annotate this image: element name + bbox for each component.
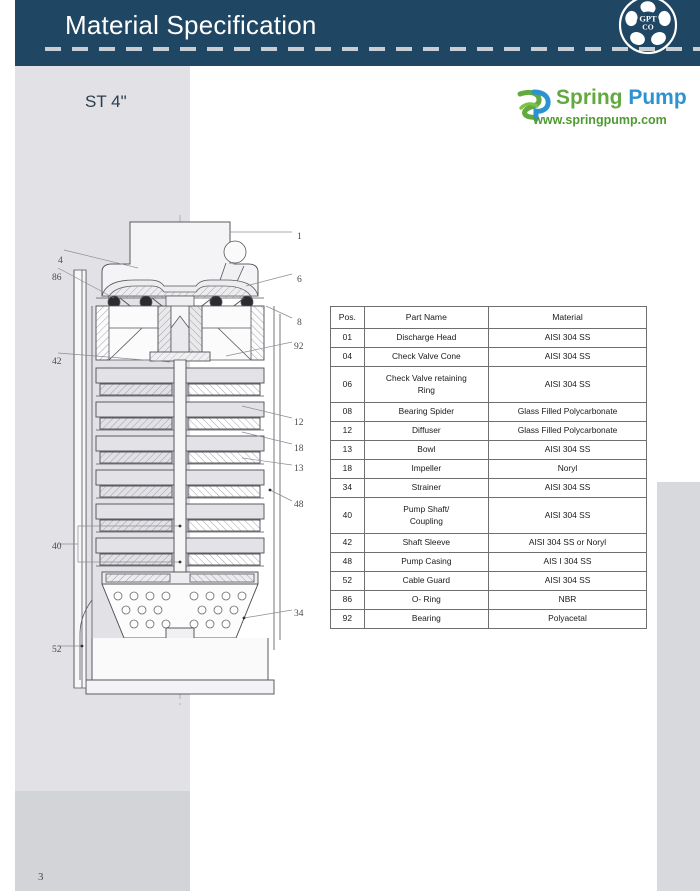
cell-pos: 06: [330, 366, 365, 403]
cell-part-name: Bearing: [363, 609, 490, 629]
cell-material: NBR: [488, 590, 647, 610]
cell-part-name-line1: Pump Shaft/: [403, 504, 450, 515]
page-title: Material Specification: [65, 10, 317, 40]
cell-material: AISI 304 SS: [488, 478, 647, 498]
spring-pump-mark-icon: [517, 89, 551, 122]
page-header: Material Specification GPT CO: [15, 0, 700, 66]
gpt-logo-text-line1: GPT: [639, 15, 657, 24]
cell-part-name: Check Valve Cone: [363, 347, 490, 367]
cell-part-name: Pump Casing: [363, 552, 490, 572]
cell-pos: 48: [330, 552, 365, 572]
right-gray-band: [657, 482, 700, 891]
cell-pos: 34: [330, 478, 365, 498]
cell-material: Glass Filled Polycarbonate: [488, 402, 647, 422]
cell-pos: 18: [330, 459, 365, 479]
cell-pos: 42: [330, 533, 365, 553]
cell-material: Polyacetal: [488, 609, 647, 629]
callout-label-52: 52: [52, 645, 62, 655]
cell-part-name: Diffuser: [363, 421, 490, 441]
cell-pos: 40: [330, 497, 365, 534]
cell-material: AISI 304 SS: [488, 366, 647, 403]
cell-part-name: Cable Guard: [363, 571, 490, 591]
cell-part-name: O- Ring: [363, 590, 490, 610]
brand-word-spring: Spring: [556, 86, 623, 109]
cell-part-name-line2: Coupling: [409, 515, 443, 526]
callout-label-42: 42: [52, 357, 62, 367]
brand-word-pump: Pump: [628, 86, 687, 109]
cell-part-name: Discharge Head: [363, 328, 490, 348]
cell-material: AIS I 304 SS: [488, 552, 647, 572]
callout-label-40: 40: [52, 542, 62, 552]
cell-material: Noryl: [488, 459, 647, 479]
model-label: ST 4": [85, 92, 127, 111]
cell-material: AISI 304 SS: [488, 328, 647, 348]
pump-cross-section-drawing: [30, 210, 320, 710]
cell-part-name: Impeller: [363, 459, 490, 479]
cell-pos: 12: [330, 421, 365, 441]
cell-part-name: Strainer: [363, 478, 490, 498]
callout-label-6: 6: [297, 275, 302, 285]
callout-label-12: 12: [294, 418, 304, 428]
cell-part-name: Bearing Spider: [363, 402, 490, 422]
cell-pos: 86: [330, 590, 365, 610]
cell-material: Glass Filled Polycarbonate: [488, 421, 647, 441]
callout-label-92: 92: [294, 342, 304, 352]
callout-label-48: 48: [294, 500, 304, 510]
cell-pos: 52: [330, 571, 365, 591]
cell-material: AISI 304 SS: [488, 497, 647, 534]
spring-pump-wordmark: Spring Pump: [556, 86, 687, 110]
column-header-material: Material: [488, 306, 647, 329]
callout-label-4: 4: [58, 256, 63, 266]
left-footer-band: [15, 791, 190, 891]
cell-material: AISI 304 SS: [488, 440, 647, 460]
brand-website: www.springpump.com: [533, 113, 667, 127]
page-left-margin: [0, 0, 15, 891]
cell-part-name: Pump Shaft/Coupling: [363, 497, 490, 534]
cell-part-name-line1: Check Valve retaining: [385, 373, 467, 384]
spring-pump-logo: Spring Pump www.springpump.com: [512, 86, 688, 132]
cell-pos: 92: [330, 609, 365, 629]
callout-label-34: 34: [294, 609, 304, 619]
cell-material: AISI 304 SS: [488, 347, 647, 367]
table-header-row: Pos. Part Name Material: [330, 306, 647, 329]
cell-pos: 13: [330, 440, 365, 460]
cell-pos: 08: [330, 402, 365, 422]
callout-label-13: 13: [294, 464, 304, 474]
callout-label-1: 1: [297, 232, 302, 242]
cell-part-name: Shaft Sleeve: [363, 533, 490, 553]
header-dashed-divider: [45, 47, 700, 51]
cell-material: AISI 304 SS or Noryl: [488, 533, 647, 553]
callout-label-8: 8: [297, 318, 302, 328]
column-header-pos: Pos.: [330, 306, 365, 329]
callout-label-86: 86: [52, 273, 62, 283]
column-header-part-name: Part Name: [363, 306, 490, 329]
cell-material: AISI 304 SS: [488, 571, 647, 591]
cell-pos: 01: [330, 328, 365, 348]
cell-pos: 04: [330, 347, 365, 367]
page-number: 3: [38, 871, 44, 883]
callout-label-18: 18: [294, 444, 304, 454]
gpt-co-logo-icon: GPT CO: [617, 0, 679, 56]
cell-part-name-line2: Ring: [417, 384, 435, 395]
gpt-logo-text-line2: CO: [642, 22, 653, 31]
cell-part-name: Bowl: [363, 440, 490, 460]
